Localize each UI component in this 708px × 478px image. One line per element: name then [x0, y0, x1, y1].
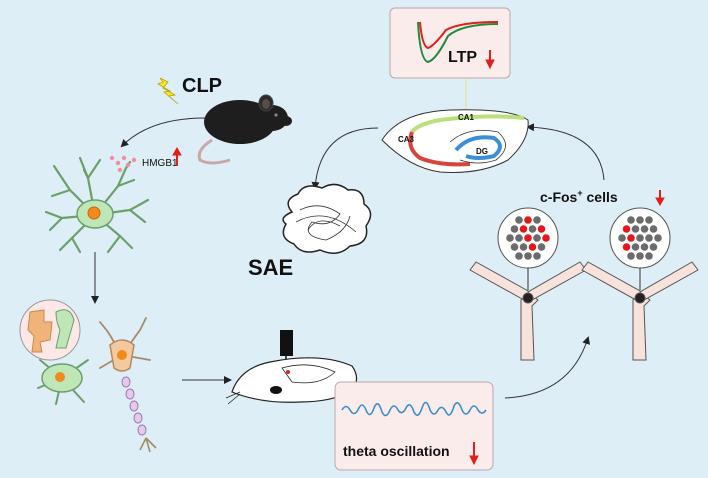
cell-dot [515, 252, 523, 260]
hmgb1-label: HMGB1 [142, 158, 178, 169]
cell-dot [640, 243, 649, 251]
cell-dot [631, 225, 640, 233]
dg-label: DG [476, 147, 488, 156]
cfos-down-arrow [655, 190, 665, 207]
cell-dot [654, 234, 662, 242]
cell-dot [622, 243, 631, 251]
hippocampus-icon [381, 109, 529, 173]
cell-dot [627, 234, 635, 242]
ca1-label: CA1 [458, 113, 475, 122]
y-maze-icon-2 [581, 261, 699, 361]
arrow-hippocampus-to-sae [311, 127, 379, 190]
cell-dot [515, 234, 523, 242]
cell-dot [510, 225, 519, 233]
cell-dot [528, 243, 537, 251]
cfos-label: c-Fos+ cells [540, 188, 618, 205]
cell-dot [627, 216, 635, 224]
cfos-prefix: c-Fos [540, 189, 578, 205]
cell-dot [515, 216, 523, 224]
arrow-mouse-to-microglia [120, 117, 206, 148]
ca3-label: CA3 [398, 135, 415, 144]
cfos-superscript: + [577, 188, 582, 198]
ltp-box [389, 7, 511, 79]
mouse-head-icon [225, 330, 358, 405]
cell-dot [524, 234, 532, 242]
hmgb1-dots [109, 155, 137, 173]
theta-box [334, 381, 494, 471]
cfos-suffix: cells [583, 189, 618, 205]
microglia-icon [44, 156, 150, 254]
lightning-icon [157, 77, 179, 105]
cell-inset-clp [609, 207, 671, 290]
cell-dot [533, 216, 541, 224]
theta-label: theta oscillation [343, 443, 450, 459]
arrow-theta-to-maze [504, 336, 591, 399]
synapse-inset [19, 299, 81, 361]
cell-dot [528, 225, 537, 233]
cell-dot [627, 252, 635, 260]
y-maze-icon [469, 261, 587, 361]
cell-dot [506, 234, 514, 242]
cell-dot [636, 216, 644, 224]
cell-dot [636, 252, 644, 260]
mouse-icon [197, 94, 292, 165]
cell-dot [649, 225, 658, 233]
cell-dot [510, 243, 519, 251]
cell-dot [645, 216, 653, 224]
sae-label: SAE [248, 255, 293, 280]
theta-wave [341, 401, 487, 417]
cell-dot [533, 252, 541, 260]
cell-dot [640, 225, 649, 233]
cell-dot [524, 216, 532, 224]
ltp-down-arrow [485, 50, 495, 70]
cell-dot [542, 234, 550, 242]
ltp-label: LTP [448, 49, 477, 66]
brain-icon [282, 183, 372, 254]
cell-dot [622, 225, 631, 233]
clp-label: CLP [182, 75, 222, 97]
cell-dot [636, 234, 644, 242]
cell-dot [537, 243, 546, 251]
theta-down-arrow [469, 442, 479, 466]
ltp-red-trace [419, 21, 499, 50]
cell-dot [533, 234, 541, 242]
cell-dot [519, 243, 528, 251]
arrow-cfos-to-hippocampus [526, 123, 605, 181]
cell-dot [649, 243, 658, 251]
cell-dot [645, 234, 653, 242]
cell-dot [618, 234, 626, 242]
cell-inset-control [497, 207, 559, 290]
cell-dot [645, 252, 653, 260]
cell-dot [537, 225, 546, 233]
hmgb1-up-arrow [172, 146, 182, 166]
cell-dot [631, 243, 640, 251]
ltp-green-trace [417, 21, 499, 64]
neuron-icon [37, 317, 157, 453]
cell-dot [519, 225, 528, 233]
cell-dot [524, 252, 532, 260]
